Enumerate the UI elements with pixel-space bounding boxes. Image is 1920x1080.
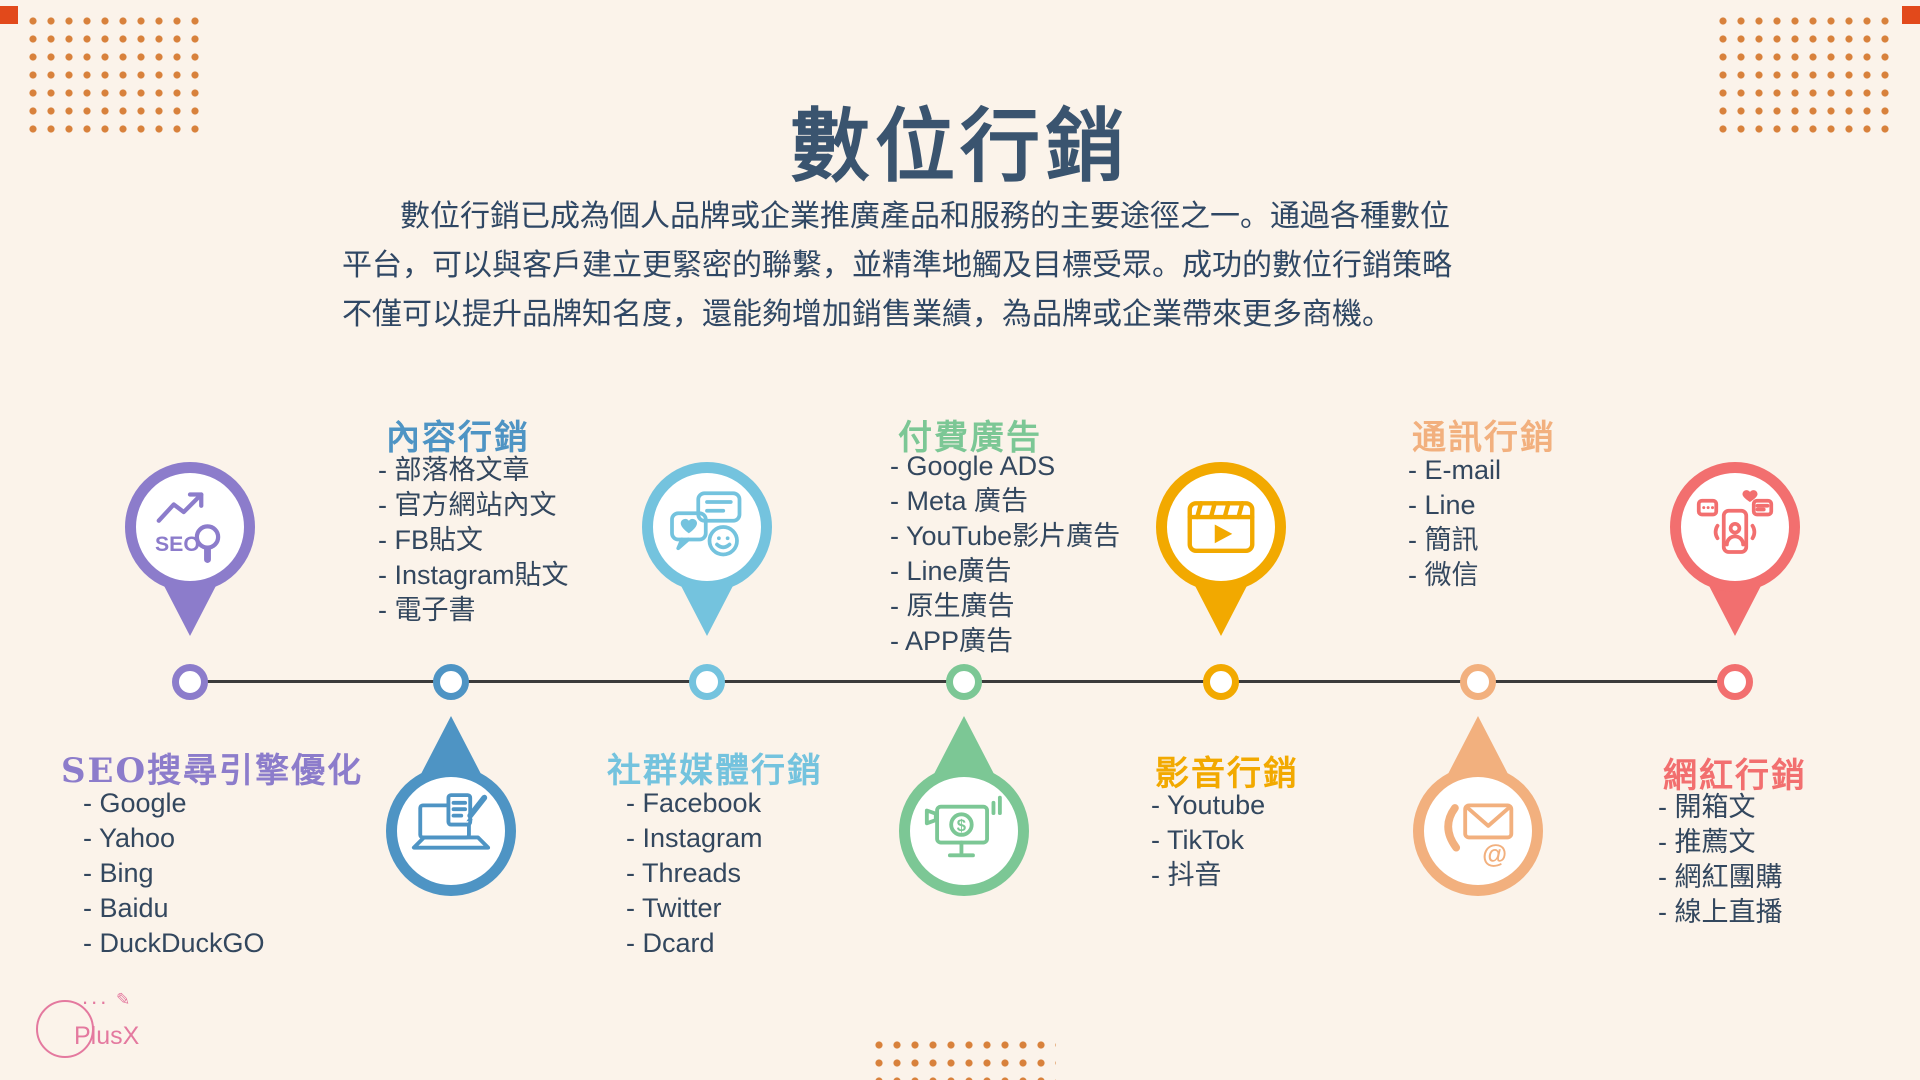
logo-ring-icon <box>36 1000 94 1058</box>
marker-circle <box>642 462 772 592</box>
category-list-seo: - Google - Yahoo - Bing - Baidu - DuckDu… <box>83 786 265 961</box>
list-item: - Line廣告 <box>890 556 1012 586</box>
list-item: - Baidu <box>83 893 169 923</box>
ads-monitor-icon: $ <box>924 795 1002 858</box>
marker-tail <box>421 716 481 774</box>
list-item: - Dcard <box>626 928 715 958</box>
category-heading-content: 內容行銷 <box>386 418 530 458</box>
list-item: - Facebook <box>626 788 762 818</box>
list-item: - 線上直播 <box>1658 897 1783 927</box>
list-item: - Bing <box>83 858 154 888</box>
list-item: - Youtube <box>1151 790 1266 820</box>
list-item: - APP廣告 <box>890 626 1014 656</box>
list-item: - 部落格文章 <box>378 455 530 485</box>
marker-circle <box>386 766 516 896</box>
dot-pattern-top-left <box>24 12 206 138</box>
marker-circle: SEO <box>125 462 255 592</box>
category-list-paid-ads: - Google ADS - Meta 廣告 - YouTube影片廣告 - L… <box>890 449 1120 659</box>
category-list-influencer: - 開箱文 - 推薦文 - 網紅團購 - 線上直播 <box>1658 790 1783 930</box>
list-item: - 推薦文 <box>1658 827 1756 857</box>
list-item: - 簡訊 <box>1408 525 1479 555</box>
category-heading-social: 社群媒體行銷 <box>607 751 823 791</box>
phone-social-icon <box>1696 490 1774 554</box>
logo-dots: ... <box>82 984 110 1009</box>
category-heading-messaging: 通訊行銷 <box>1412 418 1556 458</box>
corner-square-left <box>0 6 18 24</box>
intro-paragraph: 數位行銷已成為個人品牌或企業推廣產品和服務的主要途徑之一。通過各種數位 平台，可… <box>342 192 1452 339</box>
list-item: - Meta 廣告 <box>890 486 1029 516</box>
list-item: - Instagram貼文 <box>378 560 569 590</box>
svg-text:SEO: SEO <box>155 532 200 556</box>
list-item: - TikTok <box>1151 825 1245 855</box>
marker-tail <box>934 716 994 774</box>
list-item: - 電子書 <box>378 595 476 625</box>
marker-circle <box>1670 462 1800 592</box>
list-item: - 官方網站內文 <box>378 490 557 520</box>
pencil-icon: ✎ <box>116 990 131 1009</box>
intro-line: 數位行銷已成為個人品牌或企業推廣產品和服務的主要途徑之一。通過各種數位 <box>400 200 1450 233</box>
marker-circle <box>1156 462 1286 592</box>
timeline-node-2 <box>433 664 469 700</box>
category-heading-video: 影音行銷 <box>1155 754 1299 794</box>
dot-pattern-top-right <box>1714 12 1896 138</box>
category-heading-seo: SEO搜尋引擎優化 <box>61 751 364 791</box>
list-item: - 微信 <box>1408 560 1479 590</box>
list-item: - Instagram <box>626 823 763 853</box>
timeline-node-3 <box>689 664 725 700</box>
list-item: - 開箱文 <box>1658 792 1756 822</box>
marker-circle: $ <box>899 766 1029 896</box>
clapperboard-icon <box>1187 501 1255 553</box>
category-list-video: - Youtube - TikTok - 抖音 <box>1151 788 1265 893</box>
timeline-node-7 <box>1717 664 1753 700</box>
list-item: - DuckDuckGO <box>83 928 265 958</box>
dot-pattern-bottom-center <box>870 1036 1056 1080</box>
corner-square-right <box>1902 6 1920 24</box>
plusx-logo: ... ✎ PlusX <box>36 984 166 1068</box>
svg-text:$: $ <box>957 816 967 835</box>
list-item: - 抖音 <box>1151 860 1222 890</box>
list-item: - Google <box>83 788 187 818</box>
list-item: - E-mail <box>1408 455 1501 485</box>
list-item: - Google ADS <box>890 451 1056 481</box>
timeline-node-5 <box>1203 664 1239 700</box>
category-list-content: - 部落格文章 - 官方網站內文 - FB貼文 - Instagram貼文 - … <box>378 453 569 628</box>
laptop-pencil-icon <box>411 793 491 850</box>
intro-line: 不僅可以提升品牌知名度，還能夠增加銷售業績，為品牌或企業帶來更多商機。 <box>342 298 1392 331</box>
category-list-social: - Facebook - Instagram - Threads - Twitt… <box>626 786 763 961</box>
intro-line: 平台，可以與客戶建立更緊密的聯繫，並精準地觸及目標受眾。成功的數位行銷策略 <box>342 249 1452 282</box>
category-heading-paid-ads: 付費廣告 <box>898 418 1042 458</box>
marker-circle: @ <box>1413 766 1543 896</box>
page-title: 數位行銷 <box>790 99 1130 193</box>
timeline-node-4 <box>946 664 982 700</box>
phone-mail-icon: @ <box>1444 803 1514 869</box>
svg-text:@: @ <box>1482 841 1507 869</box>
list-item: - Twitter <box>626 893 722 923</box>
chat-bubbles-icon <box>670 491 742 557</box>
timeline-node-6 <box>1460 664 1496 700</box>
list-item: - YouTube影片廣告 <box>890 521 1121 551</box>
list-item: - FB貼文 <box>378 525 483 555</box>
list-item: - 網紅團購 <box>1658 862 1783 892</box>
list-item: - Line <box>1408 490 1476 520</box>
category-list-messaging: - E-mail - Line - 簡訊 - 微信 <box>1408 453 1501 593</box>
list-item: - Threads <box>626 858 742 888</box>
logo-text: PlusX <box>74 1022 140 1050</box>
marker-tail <box>1448 716 1508 774</box>
list-item: - 原生廣告 <box>890 591 1015 621</box>
list-item: - Yahoo <box>83 823 176 853</box>
category-heading-influencer: 網紅行銷 <box>1663 756 1807 796</box>
seo-magnifier-icon: SEO <box>155 492 221 563</box>
timeline-node-1 <box>172 664 208 700</box>
